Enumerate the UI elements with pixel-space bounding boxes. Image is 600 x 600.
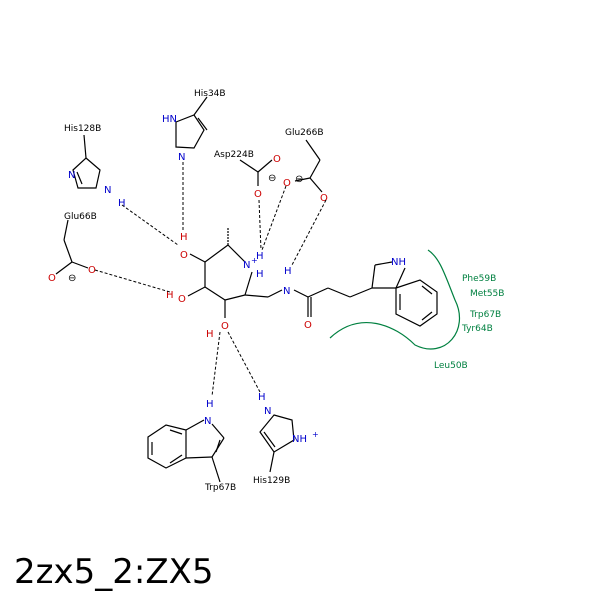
ring-nitrogen-charge: + (251, 256, 258, 265)
glu66-o1: O (48, 273, 56, 284)
diagram-title: 2zx5_2:ZX5 (14, 552, 214, 592)
asp224-carboxylate (239, 159, 273, 186)
hydroxyl-o3: O (221, 321, 229, 332)
glu66-charge: ⊖ (68, 273, 76, 284)
phe59-label: Phe59B (462, 274, 496, 284)
ring-nh-h1: H (256, 251, 264, 262)
his34-label: His34B (194, 89, 226, 99)
met55-label: Met55B (470, 289, 504, 299)
his129-ring (259, 414, 295, 473)
glu66-o2: O (88, 265, 96, 276)
hydrogen-bonds (94, 162, 327, 397)
glu266-o2: O (320, 193, 328, 204)
his128-nh: N (104, 185, 111, 196)
his34-n: N (178, 152, 185, 163)
hydroxyl-o1: O (180, 250, 188, 261)
trp67-hydrophobic-label: Trp67B (469, 310, 501, 320)
hydrophobic-arc (329, 249, 461, 350)
his129-h: H (258, 392, 266, 403)
asp224-o1: O (273, 154, 281, 165)
his34-nh: HN (162, 114, 177, 125)
hydroxyl-h2: H (166, 290, 174, 301)
piperidine-ring (187, 228, 283, 318)
amide-chain (293, 287, 373, 317)
hydroxyl-h1: H (180, 232, 188, 243)
trp67-indole (147, 419, 225, 483)
trp67-label: Trp67B (204, 483, 236, 493)
leu50-label: Leu50B (434, 361, 468, 371)
ligand-indole (371, 261, 438, 327)
asp224-label: Asp224B (214, 150, 254, 160)
tyr64-label: Tyr64B (461, 324, 493, 334)
trp67-h: H (206, 399, 214, 410)
glu266-charge: ⊖ (295, 174, 303, 185)
his128-h: H (118, 198, 126, 209)
his129-charge: + (312, 430, 319, 439)
his128-ring (72, 134, 101, 189)
hydroxyl-h3: H (206, 329, 214, 340)
amide-nitrogen: N (283, 286, 290, 297)
ring-nitrogen: N (243, 260, 250, 271)
ligand-indole-nh: NH (391, 257, 406, 268)
his34-ring (175, 96, 208, 149)
glu266-label: Glu266B (285, 128, 324, 138)
asp224-charge: ⊖ (268, 173, 276, 184)
his128-label: His128B (64, 124, 101, 134)
his129-label: His129B (253, 476, 290, 486)
hydroxyl-o2: O (178, 294, 186, 305)
glu266-o1: O (283, 178, 291, 189)
glu66-carboxylate (55, 219, 89, 275)
glu266-carboxylate (294, 139, 323, 193)
ring-nh-h2: H (256, 269, 264, 280)
asp224-o2: O (254, 189, 262, 200)
amide-oxygen: O (304, 320, 312, 331)
his129-n: N (264, 406, 271, 417)
his128-n: N (68, 170, 75, 181)
his129-nh: NH (292, 434, 307, 445)
glu66-label: Glu66B (64, 212, 97, 222)
trp67-n: N (204, 416, 211, 427)
amide-hydrogen: H (284, 266, 292, 277)
